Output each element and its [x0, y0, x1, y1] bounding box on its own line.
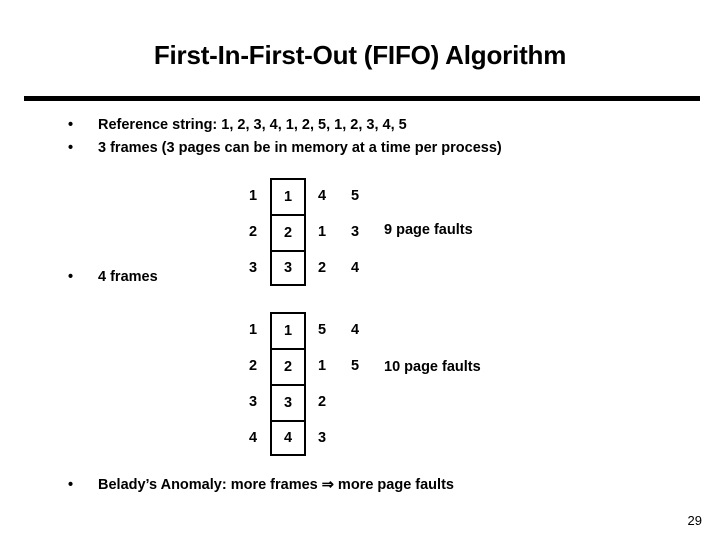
bullet-three-frames: • 3 frames (3 pages can be in memory at …: [68, 139, 502, 159]
bullet-four-frames-label: 4 frames: [98, 269, 158, 285]
bullet-three-frames-label: 3 frames (3 pages can be in memory at a …: [98, 140, 502, 156]
frame-cell: 4: [350, 259, 360, 276]
bullet-marker-icon: •: [68, 269, 74, 285]
frame-cell: 1: [317, 223, 327, 240]
frame-cell: 4: [248, 429, 258, 446]
frame-cell: 2: [248, 223, 258, 240]
bullet-marker-icon: •: [68, 477, 74, 493]
frame-cell: 1: [270, 312, 306, 348]
frame-cell: 2: [248, 357, 258, 374]
bullet-belady-anomaly-label: Belady’s Anomaly: more frames ⇒ more pag…: [98, 477, 454, 493]
frame-cell: 3: [270, 384, 306, 420]
frame-cell: 5: [350, 187, 360, 204]
frame-cell: [338, 420, 372, 456]
frame-cell: 2: [317, 259, 327, 276]
bullet-belady-anomaly: • Belady’s Anomaly: more frames ⇒ more p…: [68, 476, 454, 496]
frame-cell: 3: [350, 223, 360, 240]
four-frame-page-faults-label: 10 page faults: [384, 359, 481, 375]
frame-cell: 2: [270, 214, 306, 250]
bullet-marker-icon: •: [68, 140, 74, 156]
frame-cell: 5: [350, 357, 360, 374]
frame-cell: 4: [317, 187, 327, 204]
frame-cell: [338, 384, 372, 420]
frame-cell: 1: [248, 187, 258, 204]
page-title: First-In-First-Out (FIFO) Algorithm: [153, 40, 567, 70]
title-divider: [24, 96, 700, 101]
bullet-reference-string-label: Reference string: 1, 2, 3, 4, 1, 2, 5, 1…: [98, 117, 407, 133]
bullet-reference-string: • Reference string: 1, 2, 3, 4, 1, 2, 5,…: [68, 116, 407, 136]
frame-cell: 4: [350, 321, 360, 338]
frame-cell: 3: [317, 429, 327, 446]
frame-cell: 3: [248, 259, 258, 276]
frame-cell: 3: [248, 393, 258, 410]
frame-cell: 1: [317, 357, 327, 374]
frame-cell: 2: [270, 348, 306, 384]
frame-cell: 3: [270, 250, 306, 286]
frame-cell: 4: [270, 420, 306, 456]
frame-cell: 5: [317, 321, 327, 338]
frame-cell: 2: [317, 393, 327, 410]
frame-cell: 1: [248, 321, 258, 338]
three-frame-page-faults-label: 9 page faults: [384, 222, 473, 238]
slide-page-number: 29: [687, 513, 702, 528]
bullet-marker-icon: •: [68, 117, 74, 133]
frame-cell: 1: [270, 178, 306, 214]
bullet-four-frames: • 4 frames: [68, 268, 158, 288]
